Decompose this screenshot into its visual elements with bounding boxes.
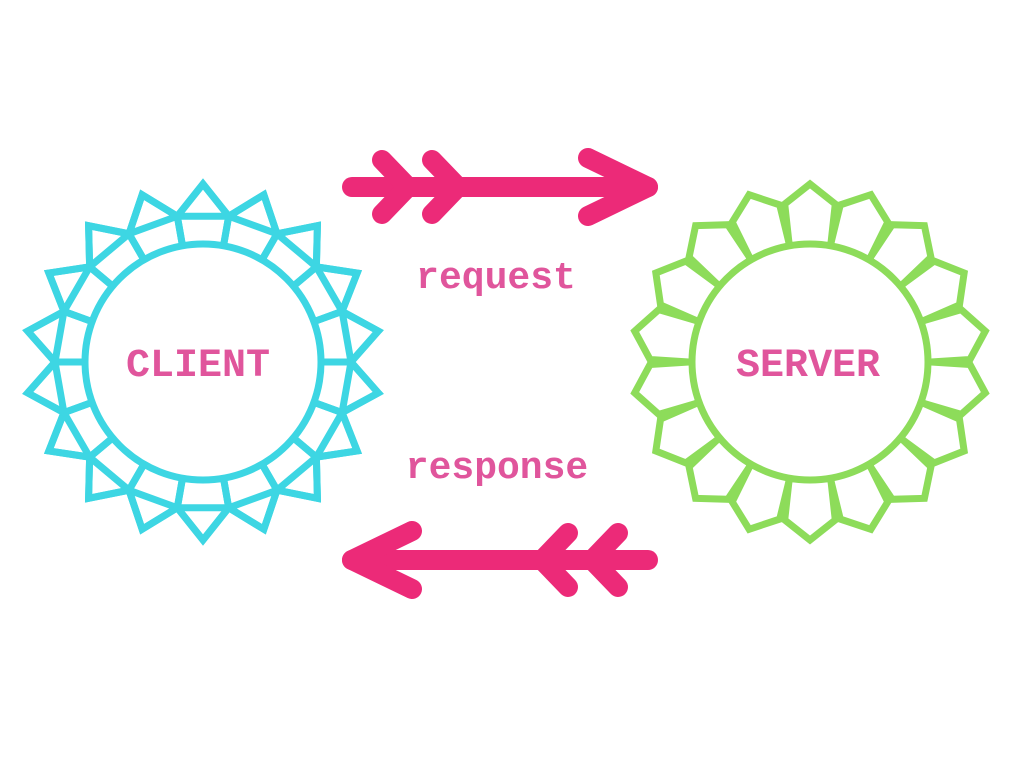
server-petal <box>728 190 793 259</box>
response-label: response <box>406 447 588 490</box>
client-node: CLIENT <box>22 178 384 546</box>
client-starburst-icon <box>22 178 384 546</box>
client-inner-circle <box>81 240 325 484</box>
server-petal <box>922 305 990 366</box>
server-scalloped-icon <box>630 179 990 545</box>
fletched-arrow-right-icon <box>342 148 658 226</box>
server-label: SERVER <box>736 344 880 389</box>
fletched-arrow-left-icon <box>342 521 658 599</box>
server-petal <box>781 480 839 545</box>
client-label: CLIENT <box>126 344 270 389</box>
request-label: request <box>416 257 576 300</box>
server-petal <box>781 179 839 244</box>
server-petal <box>630 358 698 419</box>
server-inner-circle <box>688 240 932 484</box>
client-spike-link <box>125 189 186 259</box>
server-node: SERVER <box>630 179 990 545</box>
